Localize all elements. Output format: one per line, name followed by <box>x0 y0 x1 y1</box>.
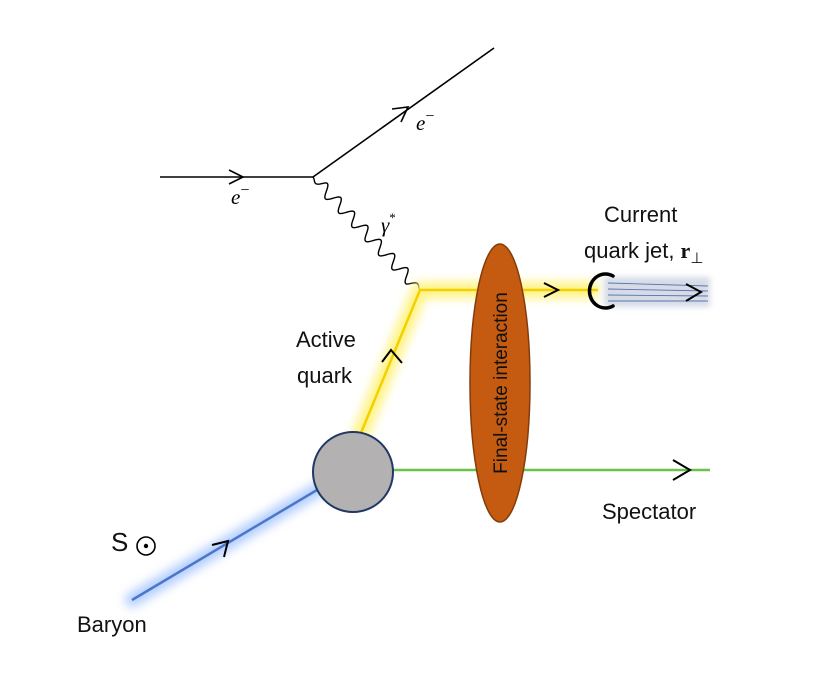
current-jet-label-line1: Current <box>604 202 677 227</box>
active-quark-arrow <box>381 348 403 364</box>
current-jet-label-line2: quark jet,r⊥ <box>584 238 703 267</box>
spectator-arrow <box>672 459 692 481</box>
jet-line <box>607 282 709 287</box>
quark-jet-arrow <box>543 282 561 298</box>
virtual-photon-line <box>312 176 421 291</box>
jet-line <box>607 294 709 297</box>
active-quark-line <box>354 288 598 446</box>
final-state-interaction-label: Final-state interaction <box>491 292 512 474</box>
baryon-vertex-blob <box>312 431 394 513</box>
jet-line <box>607 288 709 292</box>
spin-label: S <box>111 527 128 557</box>
outgoing-electron-label: e− <box>416 108 434 135</box>
photon-label: γ* <box>381 210 396 237</box>
active-quark-label-line1: Active <box>296 327 356 352</box>
outgoing-electron-arrow <box>391 106 410 123</box>
quark-jet-end-arrow <box>685 283 704 302</box>
quark-jet-cone <box>604 277 710 307</box>
incoming-electron-arrow <box>228 169 245 185</box>
final-state-interaction-blob <box>469 243 531 523</box>
spin-dot <box>143 543 149 549</box>
outgoing-electron-line <box>312 47 495 178</box>
active-quark-label-line2: quark <box>297 363 353 388</box>
baryon-arrow <box>211 539 230 558</box>
baryon-label: Baryon <box>77 612 147 637</box>
quark-jet-c-mark <box>587 272 615 310</box>
spectator-label: Spectator <box>602 499 696 524</box>
spin-out-of-page-icon <box>136 536 156 556</box>
incoming-electron-label: e− <box>231 182 249 209</box>
